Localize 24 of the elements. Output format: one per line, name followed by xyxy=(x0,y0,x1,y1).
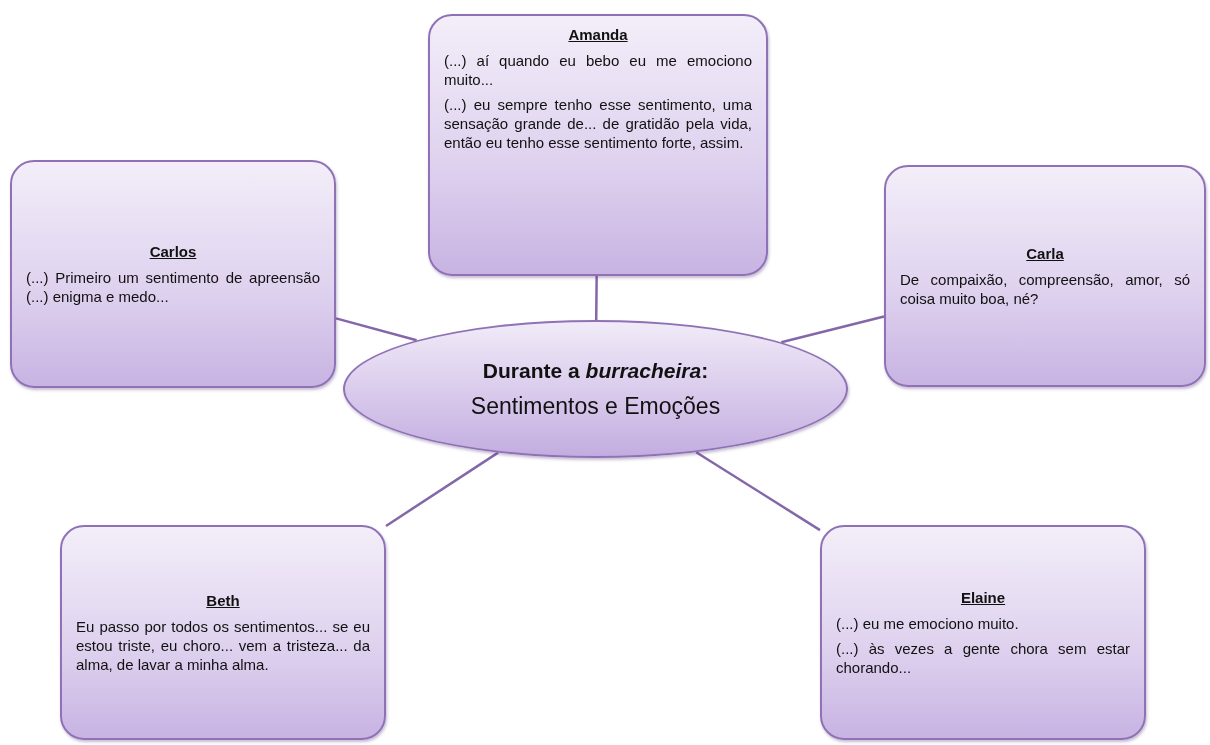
quote-text: De compaixão, compreensão, amor, só coisa muito boa, né? xyxy=(900,269,1190,308)
speaker-name: Elaine xyxy=(959,588,1007,606)
quote-text: Eu passo por todos os sentimentos... se eu estou triste, eu choro... vem a tristeza... da alma, de lavar a minha alma. xyxy=(76,616,370,674)
connector-line xyxy=(335,317,417,342)
quote-card xyxy=(10,160,336,388)
connector-line xyxy=(695,451,821,532)
topic-title: Durante a burracheira: xyxy=(482,358,709,383)
quote-card xyxy=(428,14,768,276)
speaker-name: Beth xyxy=(205,591,241,609)
connector-line xyxy=(781,315,885,344)
connector-line xyxy=(594,276,598,320)
speaker-name: Carlos xyxy=(148,242,198,260)
speaker-name: Amanda xyxy=(567,26,629,43)
speaker-name: Carla xyxy=(1025,244,1065,262)
quote-card xyxy=(884,165,1206,387)
quote-card xyxy=(60,525,386,740)
quote-text: (...) eu sempre tenho esse sentimento, uma sensação grande de... de gratidão pela vida, então eu tenho esse sentimento forte, assim. xyxy=(444,95,752,152)
connector-line xyxy=(385,451,499,527)
quote-card xyxy=(820,525,1146,740)
quote-text: (...) eu me emociono muito. xyxy=(836,613,1020,633)
quote-text: (...) às vezes a gente chora sem estar chorando... xyxy=(836,638,1130,677)
topic-subtitle: Sentimentos e Emoções xyxy=(470,392,721,420)
quote-text: (...) Primeiro um sentimento de apreensão (...) enigma e medo... xyxy=(26,267,320,306)
quote-text: (...) aí quando eu bebo eu me emociono muito... xyxy=(444,51,752,89)
